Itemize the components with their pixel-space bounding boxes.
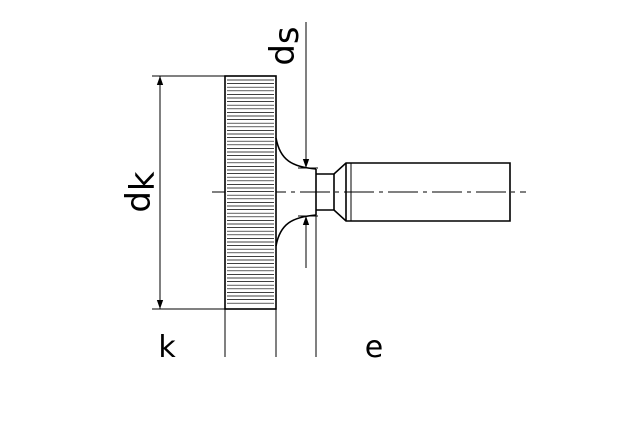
knurled-head: [224, 75, 277, 310]
label-k: k: [158, 330, 176, 365]
shank: [316, 162, 511, 222]
dk-dimension: [152, 75, 225, 310]
svg-text:ds: ds: [263, 26, 307, 65]
knurl-pattern: [227, 79, 274, 304]
label-ds-main: d: [263, 44, 303, 66]
label-ds: ds: [263, 26, 307, 65]
label-e: e: [365, 330, 383, 365]
k-e-extension-lines: [224, 215, 317, 357]
label-ds-sub: s: [267, 26, 307, 44]
svg-text:dk: dk: [119, 171, 163, 213]
label-dk-main: d: [119, 191, 159, 213]
label-dk-sub: k: [123, 171, 163, 191]
label-dk: dk: [119, 171, 163, 213]
ds-dimension: [298, 22, 318, 268]
